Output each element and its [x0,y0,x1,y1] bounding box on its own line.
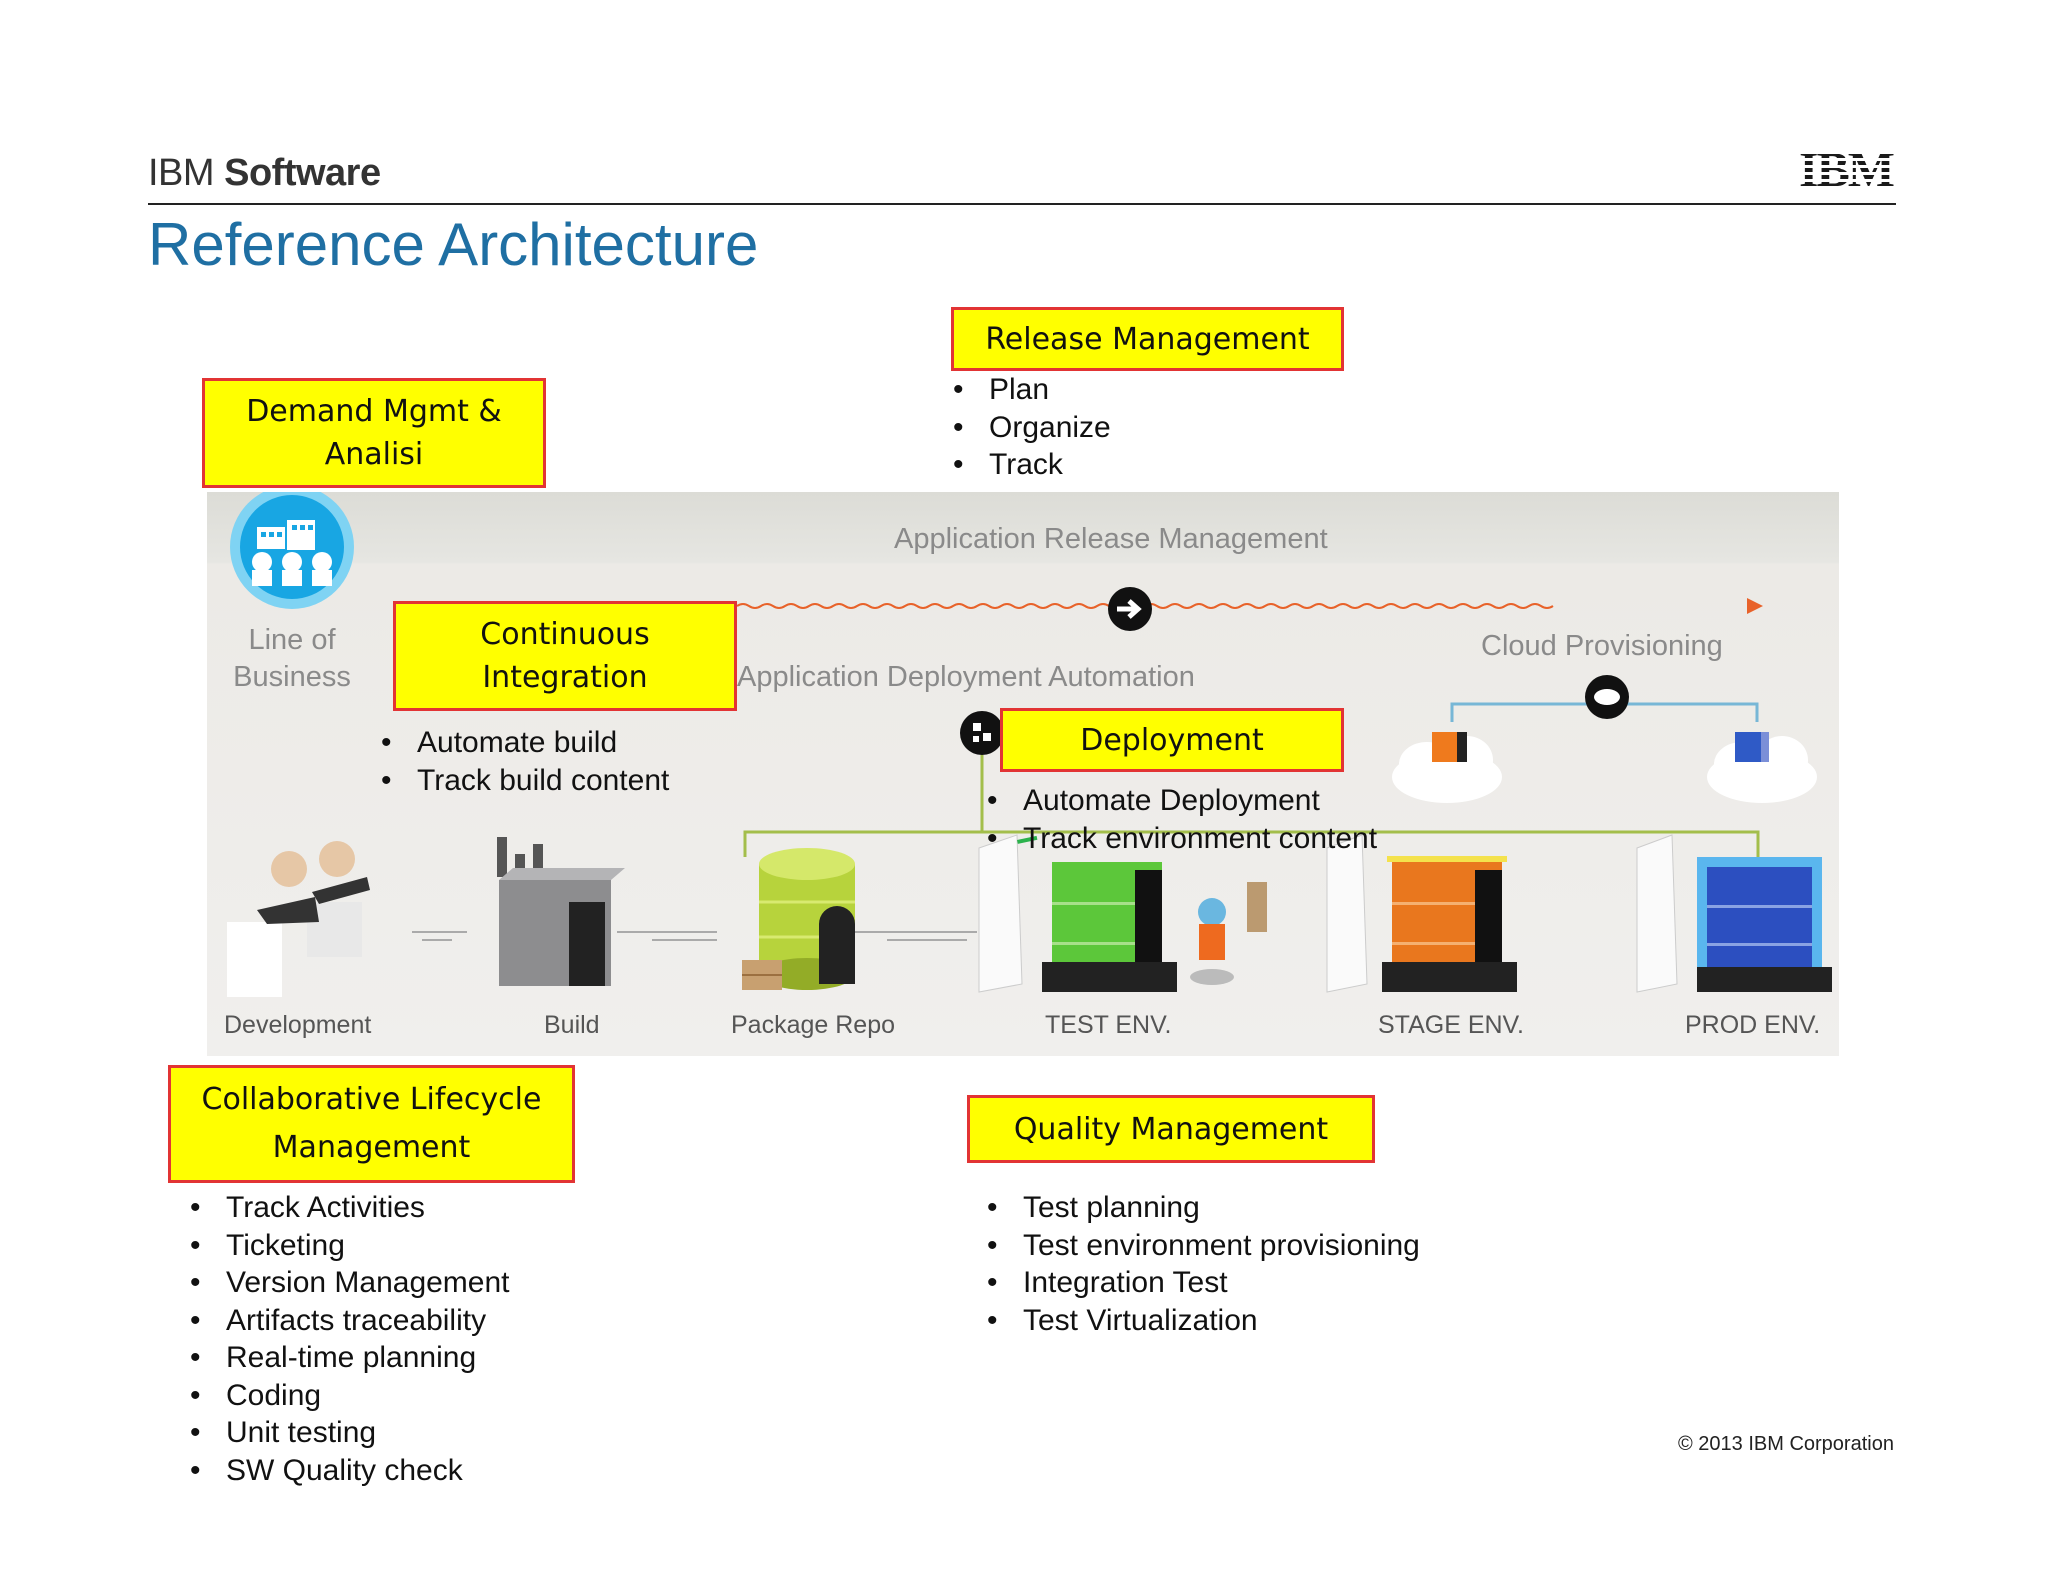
header-divider [148,203,1896,205]
ci-item-automate-build: Automate build [381,724,669,762]
clm-item-coding: Coding [190,1377,510,1415]
quality-item-test-virtualization: Test Virtualization [987,1302,1420,1340]
ibm-logo-text: IBM [1799,146,1894,190]
deployment-callout: Deployment [1000,708,1344,772]
release-title: Release Management [985,321,1310,357]
ci-list: Automate build Track build content [381,724,669,799]
clm-title-line2: Management [272,1130,471,1165]
test-env-icon [978,834,1267,993]
demand-mgmt-callout: Demand Mgmt & Analisi [202,378,546,488]
quality-item-test-planning: Test planning [987,1189,1420,1227]
deployment-list: Automate Deployment Track environment co… [987,782,1377,857]
quality-title: Quality Management [1013,1111,1329,1147]
clm-item-unit-testing: Unit testing [190,1414,510,1452]
deployment-title: Deployment [1080,722,1264,758]
pipeline-graphics [227,492,1832,997]
ci-title-line1: Continuous [480,617,650,652]
clm-callout: Collaborative Lifecycle Management [168,1065,575,1183]
line-of-business-line2: Business [233,661,351,693]
prod-env-icon [1636,834,1832,993]
release-mgmt-callout: Release Management [951,307,1344,371]
stage-package-repo: Package Repo [731,1011,896,1039]
brand-prefix: IBM [148,152,215,194]
clm-item-ticketing: Ticketing [190,1227,510,1265]
stage-env-icon [1326,834,1517,993]
clm-item-sw-quality: SW Quality check [190,1452,510,1490]
quality-item-env-provisioning: Test environment provisioning [987,1227,1420,1265]
copyright: © 2013 IBM Corporation [1678,1433,1894,1455]
stage-stage-env: STAGE ENV. [1378,1011,1524,1039]
cloud-test [1392,732,1502,803]
lane-release-label: Application Release Management [894,523,1328,555]
stage-prod-env: PROD ENV. [1685,1011,1821,1039]
release-item-organize: Organize [953,409,1111,447]
line-of-business-line1: Line of [248,624,336,656]
release-flow-arrowhead [1747,598,1763,614]
line-of-business-label: Line of Business [232,622,352,696]
lane-deploy-label: Application Deployment Automation [737,661,1195,693]
quality-list: Test planning Test environment provision… [987,1189,1420,1339]
brand-title: IBM Software [148,152,381,195]
cloud-prod [1707,732,1817,803]
architecture-panel: Application Release Management Applicati… [207,492,1839,1056]
release-item-track: Track [953,446,1111,484]
ibm-logo: IBM [1799,146,1896,190]
clm-list: Track Activities Ticketing Version Manag… [190,1189,510,1489]
clm-item-track-activities: Track Activities [190,1189,510,1227]
development-icon [227,841,370,997]
demand-title-line2: Analisi [324,437,424,472]
ci-item-track-build: Track build content [381,762,669,800]
clm-item-version-mgmt: Version Management [190,1264,510,1302]
page-title: Reference Architecture [148,211,759,278]
quality-mgmt-callout: Quality Management [967,1095,1375,1163]
stage-build: Build [544,1011,600,1039]
brand-bold: Software [224,152,381,194]
ci-title-line2: Integration [482,660,648,695]
release-list: Plan Organize Track [953,371,1111,484]
quality-item-integration-test: Integration Test [987,1264,1420,1302]
deployment-item-automate: Automate Deployment [987,782,1377,820]
package-repo-icon [742,848,855,990]
release-arrow-glyph [1117,599,1142,619]
deployment-item-track: Track environment content [987,820,1377,858]
release-item-plan: Plan [953,371,1111,409]
continuous-integration-callout: Continuous Integration [393,601,737,711]
deployment-icon [960,711,1004,755]
stage-test-env: TEST ENV. [1045,1011,1172,1039]
stage-development: Development [224,1011,372,1039]
demand-title-line1: Demand Mgmt & [246,394,502,429]
clm-title-line1: Collaborative Lifecycle [201,1082,542,1117]
build-icon [497,837,625,986]
clm-item-artifacts: Artifacts traceability [190,1302,510,1340]
cloud-provisioning-label: Cloud Provisioning [1481,630,1723,662]
clm-item-realtime-planning: Real-time planning [190,1339,510,1377]
